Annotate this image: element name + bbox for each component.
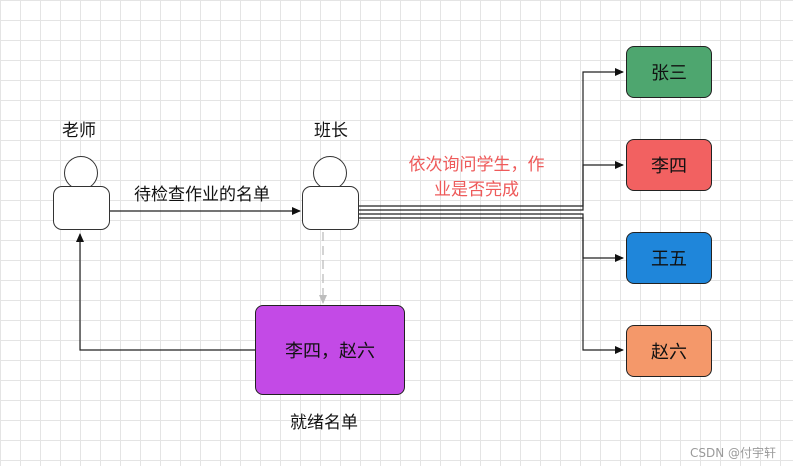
student-box-zhangsan: 张三 <box>626 46 712 98</box>
student-box-wangwu: 王五 <box>626 232 712 284</box>
monitor-head <box>313 156 347 190</box>
watermark: CSDN @付宇轩 <box>690 446 777 460</box>
student-box-zhaoliu: 赵六 <box>626 325 712 377</box>
monitor-actor-icon <box>302 156 362 236</box>
ready-list-box: 李四，赵六 <box>255 305 405 395</box>
inquiry-note: 依次询问学生，作 业是否完成 <box>394 153 559 203</box>
teacher-label: 老师 <box>62 121 96 141</box>
teacher-head <box>64 156 98 190</box>
teacher-body <box>53 186 110 230</box>
monitor-to-zhangsan-arrow <box>358 68 624 207</box>
monitor-to-zhaoliu-arrow <box>358 217 624 354</box>
monitor-body <box>302 186 359 230</box>
student-name: 李四 <box>651 156 687 177</box>
inquiry-note-line2: 业是否完成 <box>434 180 519 200</box>
inquiry-note-line1: 依次询问学生，作 <box>408 155 545 175</box>
teacher-actor-icon <box>53 156 113 236</box>
ready-to-teacher-arrow <box>76 233 255 351</box>
student-name: 张三 <box>651 63 687 84</box>
monitor-to-lisi-arrow <box>358 161 624 211</box>
pending-list-edge-label: 待检查作业的名单 <box>134 185 270 205</box>
student-box-lisi: 李四 <box>626 139 712 191</box>
student-name: 赵六 <box>651 342 687 363</box>
ready-list-text: 李四，赵六 <box>285 341 375 362</box>
student-name: 王五 <box>651 249 687 270</box>
monitor-label: 班长 <box>314 121 348 141</box>
ready-list-caption: 就绪名单 <box>290 413 358 433</box>
